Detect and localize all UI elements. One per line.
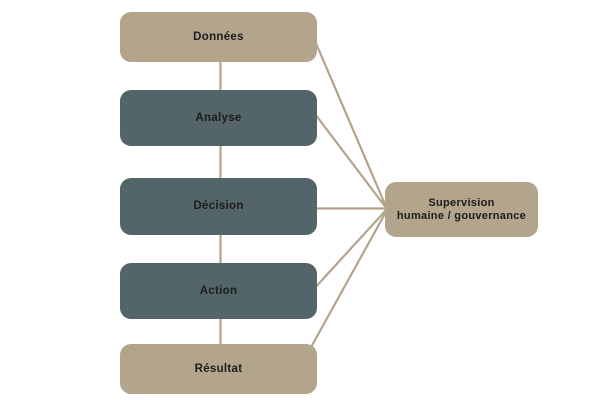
flow-node-decision-label: Décision [193, 200, 244, 212]
flow-node-supervision: Supervision humaine / gouvernance [385, 182, 538, 237]
flow-node-donnees-label: Données [193, 30, 244, 43]
flow-node-analyse-label: Analyse [195, 111, 242, 124]
edge-action-supervision [311, 208, 388, 292]
edge-analyse-supervision [311, 109, 388, 210]
edge-donnees-supervision [310, 33, 389, 210]
edge-resultat-supervision [309, 209, 388, 350]
flow-node-resultat-label: Résultat [194, 362, 243, 375]
supervision-label-line2: humaine / gouvernance [396, 209, 527, 222]
flow-node-action: Action [120, 263, 317, 319]
flow-node-resultat: Résultat [120, 344, 317, 394]
flow-node-donnees: Données [120, 12, 317, 62]
supervision-label-line1: Supervision [428, 196, 495, 209]
flow-node-decision: Décision [120, 178, 317, 235]
flow-node-action-label: Action [199, 284, 238, 297]
flow-node-analyse: Analyse [120, 90, 317, 146]
